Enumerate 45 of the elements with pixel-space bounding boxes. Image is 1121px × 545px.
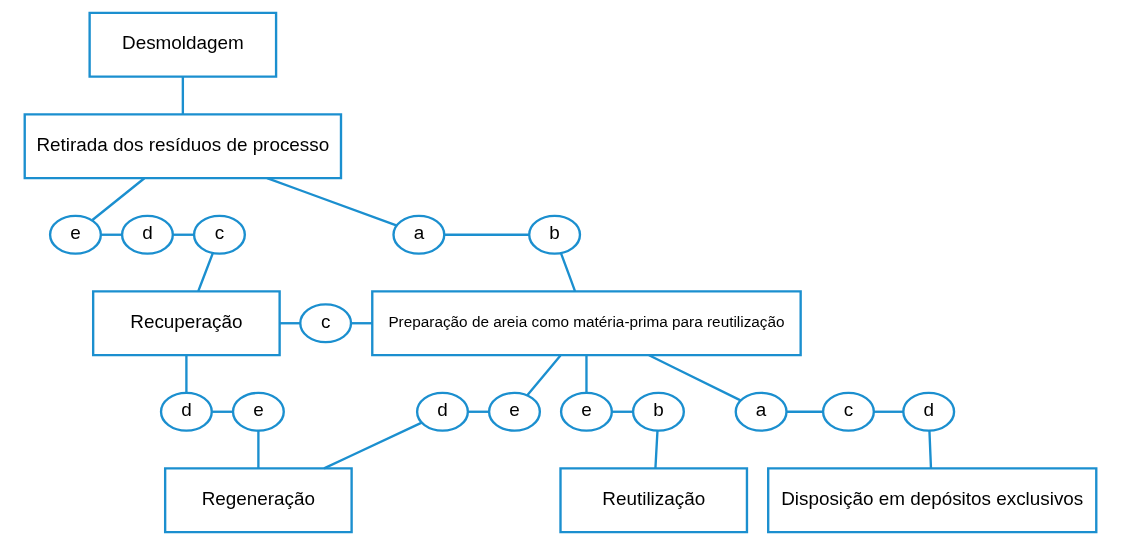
connector [928,430,933,469]
connector [197,252,214,292]
connector [873,410,903,413]
connector [257,430,260,469]
connector [612,410,633,413]
node-ellipse: d [159,391,213,432]
node-ellipse: a [392,214,446,255]
connector [279,322,300,325]
node-ellipse: c [192,214,246,255]
node-ellipse: e [559,391,613,432]
node-ellipse: d [902,391,956,432]
node-box: Preparação de areia como matéria-prima para reutilização [371,290,802,357]
node-ellipse: d [415,391,470,432]
connector [91,177,146,221]
connector [173,233,194,236]
node-box: Retirada dos resíduos de processo [23,113,343,180]
node-ellipse: e [487,391,542,432]
node-box: Desmoldagem [88,11,278,78]
node-ellipse: d [120,214,174,255]
connector [648,354,742,402]
connector [444,233,530,236]
node-box: Recuperação [92,290,281,357]
connector [101,233,122,236]
node-ellipse: b [528,214,582,255]
connector [786,410,823,413]
connector [526,354,562,396]
connector [654,430,659,469]
connector [468,410,489,413]
node-ellipse: a [734,391,788,432]
node-ellipse: e [48,214,103,255]
connector [585,355,588,393]
connector [185,355,188,393]
node-ellipse: c [299,303,353,344]
connector [212,410,233,413]
node-box: Disposição em depósitos exclusivos [767,467,1098,534]
connector [181,76,185,115]
connector [323,421,423,470]
connector [351,322,373,325]
node-ellipse: e [231,391,285,432]
connector [266,177,397,227]
connector [559,252,577,292]
node-box: Reutilização [559,467,749,534]
node-ellipse: b [631,391,685,432]
node-box: Regeneração [164,467,353,534]
node-ellipse: c [821,391,875,432]
